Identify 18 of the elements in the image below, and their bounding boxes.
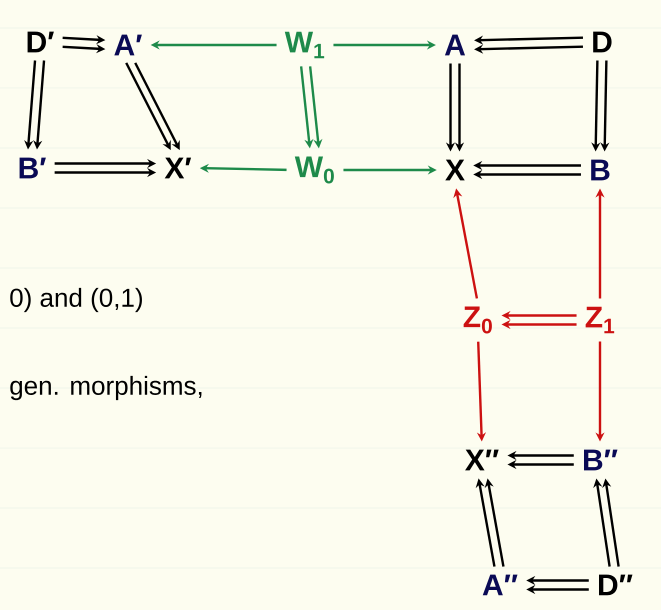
math-symbol: A′: [114, 34, 142, 56]
math-symbol: B′: [20, 158, 46, 178]
note-text: gen. morphisms,: [10, 376, 202, 400]
math-symbol: D: [593, 32, 612, 52]
math-symbol: Z$_{0}$: [464, 306, 492, 334]
math-symbol: B″: [584, 450, 618, 470]
math-symbol: A″: [482, 574, 518, 596]
note-text: 0) and (0,1): [10, 288, 142, 312]
math-symbol: W$_{1}$: [284, 32, 324, 58]
math-symbol: Z$_{1}$: [586, 306, 614, 334]
math-symbol: B: [591, 160, 610, 180]
math-symbol: D″: [599, 574, 632, 596]
math-symbol: X′: [164, 158, 192, 178]
math-symbol: X″: [465, 450, 499, 470]
math-symbol: W$_{0}$: [294, 156, 334, 184]
math-symbol: X: [445, 160, 465, 180]
math-symbol: A: [444, 34, 466, 56]
math-symbol: D′: [28, 32, 54, 52]
